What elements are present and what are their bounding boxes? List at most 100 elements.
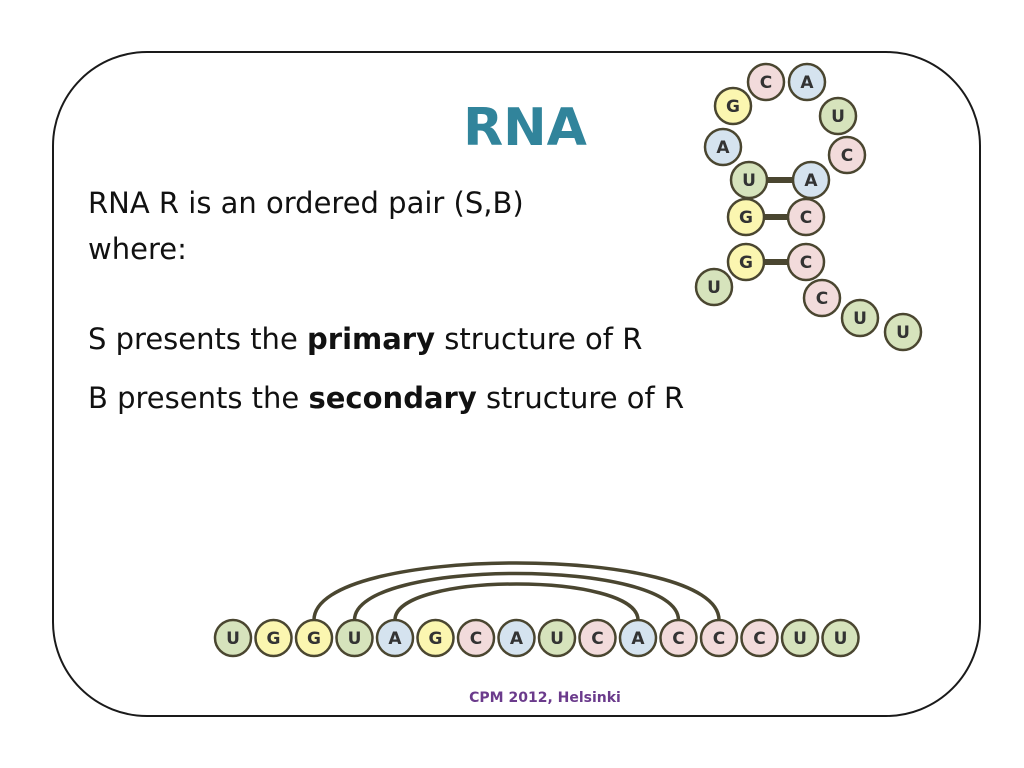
hairpin-nucleotide-circle xyxy=(802,278,842,318)
hairpin-nucleotide-letter: G xyxy=(726,97,740,117)
sequence-nucleotide-letter: U xyxy=(226,629,240,649)
sequence-nucleotide-letter: A xyxy=(388,629,402,649)
base-pair-arc xyxy=(393,582,640,621)
sequence-nucleotide-letter: U xyxy=(793,629,807,649)
hairpin-nucleotide: C xyxy=(802,278,842,318)
sequence-nucleotide-letter: C xyxy=(672,629,684,649)
hairpin-nucleotide: G xyxy=(726,242,766,282)
sequence-nucleotide: U xyxy=(335,618,374,658)
hairpin-nucleotide-letter: C xyxy=(841,146,853,166)
sequence-nucleotide-circle xyxy=(537,618,577,658)
sequence-nucleotide: A xyxy=(375,618,415,658)
hairpin-nucleotide: U xyxy=(729,160,769,200)
hairpin-nucleotide-circle xyxy=(883,312,923,352)
hairpin-nucleotide: G xyxy=(713,86,753,126)
hairpin-nucleotide: C xyxy=(786,197,826,237)
sequence-nucleotide-letter: G xyxy=(267,629,281,649)
sequence-nucleotide: U xyxy=(537,618,577,658)
hairpin-nucleotide-letter: A xyxy=(800,73,814,93)
sequence-nucleotide-circle xyxy=(821,618,860,658)
hairpin-nucleotide: U xyxy=(840,298,880,338)
hairpin-nucleotide: C xyxy=(827,135,867,175)
hairpin-nucleotide-circle xyxy=(703,127,743,167)
sequence-nucleotide-letter: C xyxy=(591,629,603,649)
hairpin-nucleotide-letter: C xyxy=(800,208,812,228)
sequence-nucleotide-letter: G xyxy=(429,629,443,649)
hairpin-nucleotide-circle xyxy=(746,62,786,102)
line4-suffix: structure of R xyxy=(476,381,685,415)
base-pair-arc xyxy=(352,571,681,621)
hairpin-nucleotide-circle xyxy=(729,160,769,200)
slide-frame xyxy=(52,51,981,717)
hairpin-nucleotide-letter: C xyxy=(816,289,828,309)
hairpin-nucleotide-letter: A xyxy=(804,171,818,191)
sequence-nucleotide-letter: C xyxy=(753,629,765,649)
sequence-nucleotide-letter: G xyxy=(307,629,321,649)
hairpin-nucleotide: G xyxy=(726,197,766,237)
sequence-nucleotide-letter: A xyxy=(510,629,524,649)
hairpin-nucleotide-circle xyxy=(726,242,766,282)
sequence-nucleotide-circle xyxy=(416,618,455,658)
hairpin-nucleotide: U xyxy=(818,96,858,136)
sequence-nucleotide: U xyxy=(821,618,860,658)
line3-suffix: structure of R xyxy=(435,322,643,356)
hairpin-nucleotide-circle xyxy=(786,197,826,237)
hairpin-nucleotide-circle xyxy=(791,160,831,200)
hairpin-nucleotide-letter: C xyxy=(760,73,772,93)
hairpin-nucleotide-circle xyxy=(713,86,753,126)
footer-text: CPM 2012, Helsinki xyxy=(469,690,621,706)
hairpin-nucleotide-circle xyxy=(840,298,880,338)
sequence-nucleotide: G xyxy=(254,618,293,658)
hairpin-nucleotide-letter: U xyxy=(742,171,756,191)
slide-title: RNA xyxy=(463,98,587,158)
sequence-nucleotide-letter: C xyxy=(713,629,725,649)
sequence-nucleotide-letter: A xyxy=(631,629,645,649)
sequence-nucleotide-circle xyxy=(578,618,617,658)
hairpin-nucleotide-letter: U xyxy=(707,278,721,298)
sequence-nucleotide: G xyxy=(294,618,334,658)
hairpin-nucleotide: U xyxy=(694,267,734,307)
sequence-nucleotide: U xyxy=(213,618,253,658)
sequence-nucleotide-letter: U xyxy=(834,629,848,649)
hairpin-nucleotide: U xyxy=(883,312,923,352)
sequence-nucleotide-circle xyxy=(497,618,536,658)
hairpin-nucleotide-letter: U xyxy=(831,107,845,127)
sequence-nucleotide-circle xyxy=(335,618,374,658)
hairpin-nucleotide: C xyxy=(746,62,786,102)
hairpin-nucleotide-circle xyxy=(694,267,734,307)
definition-line-2: where: xyxy=(88,232,187,266)
definition-line-1: RNA R is an ordered pair (S,B) xyxy=(88,186,524,220)
hairpin-nucleotide-circle xyxy=(786,242,826,282)
sequence-nucleotide-letter: C xyxy=(470,629,482,649)
sequence-nucleotide: A xyxy=(497,618,536,658)
secondary-structure-line: B presents the secondary structure of R xyxy=(88,381,684,415)
sequence-nucleotide: C xyxy=(699,618,739,658)
secondary-keyword: secondary xyxy=(308,381,477,415)
sequence-nucleotide: A xyxy=(618,618,658,658)
hairpin-nucleotide-circle xyxy=(787,62,827,102)
line3-prefix: S presents the xyxy=(88,322,308,356)
sequence-nucleotide: C xyxy=(456,618,496,658)
hairpin-nucleotide-letter: U xyxy=(853,309,867,329)
hairpin-nucleotide-letter: C xyxy=(800,253,812,273)
sequence-nucleotide: G xyxy=(416,618,455,658)
sequence-nucleotide-circle xyxy=(375,618,415,658)
hairpin-nucleotide: C xyxy=(786,242,826,282)
sequence-nucleotide-letter: U xyxy=(550,629,564,649)
base-pair-arc xyxy=(312,561,721,621)
sequence-nucleotide-circle xyxy=(659,618,698,658)
sequence-nucleotide-circle xyxy=(740,618,779,658)
hairpin-nucleotide-circle xyxy=(827,135,867,175)
hairpin-nucleotide: A xyxy=(791,160,831,200)
sequence-nucleotide: U xyxy=(780,618,820,658)
primary-keyword: primary xyxy=(307,322,436,356)
sequence-nucleotide-letter: U xyxy=(348,629,362,649)
hairpin-nucleotide: A xyxy=(787,62,827,102)
sequence-nucleotide-circle xyxy=(294,618,334,658)
sequence-nucleotide-circle xyxy=(254,618,293,658)
hairpin-nucleotide: A xyxy=(703,127,743,167)
sequence-nucleotide: C xyxy=(659,618,698,658)
sequence-nucleotide: C xyxy=(740,618,779,658)
